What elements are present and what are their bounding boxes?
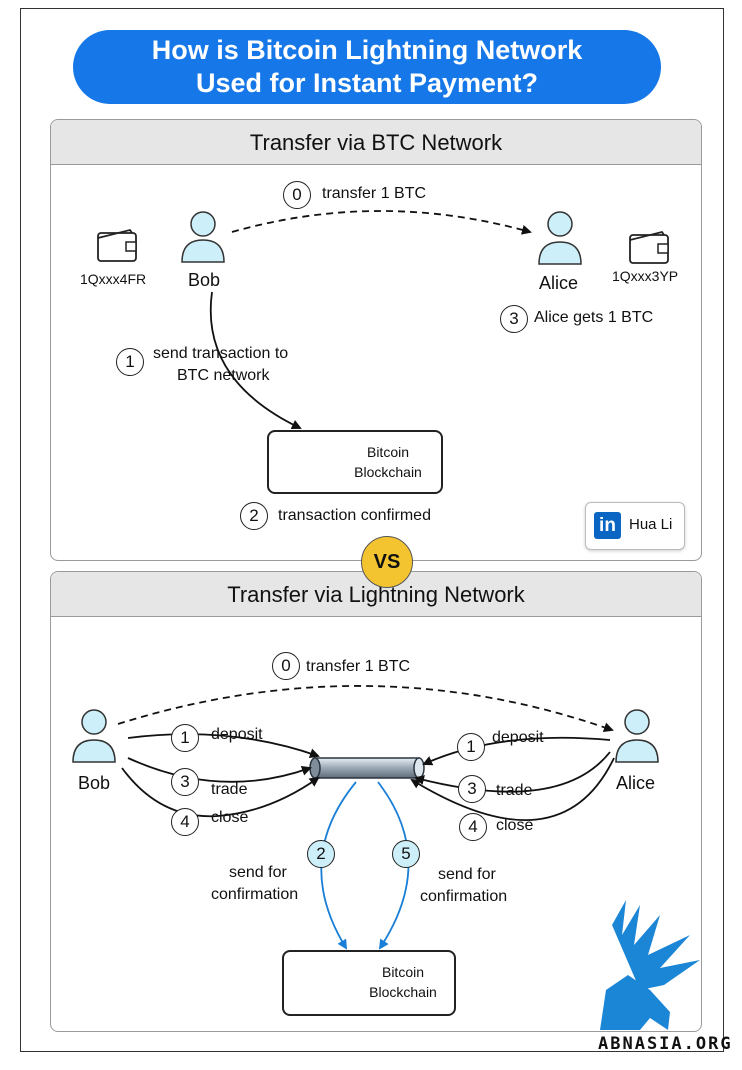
author-badge[interactable]: in Hua Li [585,502,685,550]
btc-blockchain-box [267,430,443,494]
alice-close-label: close [496,817,534,834]
confirm-left-line2: confirmation [211,886,299,903]
bob-trade-badge: 3 [171,768,199,796]
btc-panel-heading: Transfer via BTC Network [51,120,701,165]
btc-step1-line1: send transaction to [153,345,289,362]
alice-deposit-badge: 1 [457,733,485,761]
title-line-1: How is Bitcoin Lightning Network [151,35,583,65]
alice-person-icon [538,211,582,265]
bob-close-arrow [121,767,320,818]
bob-close-badge: 4 [171,808,199,836]
vs-badge: VS [361,536,413,588]
ln-blockchain-line2: Blockchain [369,984,437,1000]
payment-channel-pipe [309,757,425,779]
btc-blockchain-line1: Bitcoin [366,444,410,460]
alice-close-arrow [410,757,615,821]
diagram-title: How is Bitcoin Lightning Network Used fo… [73,30,661,104]
alice-trade-label: trade [496,782,533,799]
btc-step0-badge: 0 [283,181,311,209]
bob-trade-arrow [127,757,312,783]
ln-bob-person-icon [72,709,116,763]
alice-wallet-icon [629,230,669,264]
bob-deposit-badge: 1 [171,724,199,752]
ln-step0-label: transfer 1 BTC [306,658,411,675]
btc-step1-badge: 1 [116,348,144,376]
ln-alice-person-icon [615,709,659,763]
bob-deposit-label: deposit [211,726,263,743]
alice-name: Alice [539,273,579,293]
confirm-right-badge: 5 [392,840,420,868]
alice-deposit-arrow [422,736,611,766]
ln-step0-badge: 0 [272,652,300,680]
alice-trade-badge: 3 [458,775,486,803]
bob-close-label: close [211,809,249,826]
confirm-right-line2: confirmation [420,888,508,905]
btc-transfer-arrow [231,210,532,235]
btc-step0-label: transfer 1 BTC [322,185,427,202]
alice-address: 1Qxxx3YP [612,268,679,284]
abnasia-griffin-logo [600,900,700,1030]
alice-close-badge: 4 [459,813,487,841]
ln-blockchain-label: Bitcoin Blockchain [358,962,448,1002]
btc-step2-badge: 2 [240,502,268,530]
bob-trade-label: trade [211,781,248,798]
bob-person-icon [181,211,225,263]
bob-address: 1Qxxx4FR [80,271,147,287]
btc-step2-label: transaction confirmed [278,507,431,524]
btc-blockchain-label: Bitcoin Blockchain [343,442,433,482]
btc-step1-line2: BTC network [177,367,270,384]
bob-deposit-arrow [127,733,320,759]
ln-bob-name: Bob [78,773,111,793]
ln-alice-name: Alice [616,773,656,793]
bob-wallet-icon [97,228,137,262]
btc-blockchain-line2: Blockchain [354,464,422,480]
send-transaction-arrow [209,291,302,430]
author-name: Hua Li [629,516,673,533]
ln-blockchain-line1: Bitcoin [381,964,425,980]
alice-trade-arrow [414,751,611,793]
confirm-left-line1: send for [229,864,287,881]
alice-deposit-label: deposit [492,729,544,746]
title-line-2: Used for Instant Payment? [195,68,539,98]
ln-transfer-arrow [117,685,614,733]
watermark-text: ABNASIA.ORG [598,1034,733,1054]
btc-step3-badge: 3 [500,305,528,333]
bob-name: Bob [188,270,221,290]
confirm-left-badge: 2 [307,840,335,868]
linkedin-icon: in [594,512,621,539]
ln-blockchain-box [282,950,456,1016]
confirm-right-line1: send for [438,866,496,883]
btc-step3-label: Alice gets 1 BTC [534,309,654,326]
